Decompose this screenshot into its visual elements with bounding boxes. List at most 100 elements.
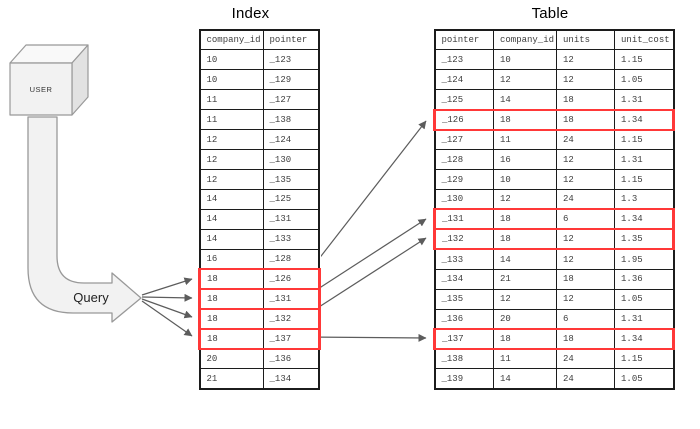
table-cell: 14: [199, 228, 264, 250]
table-cell: 18: [492, 228, 558, 251]
table-cell: _123: [262, 49, 320, 71]
column-header: unit_cost: [614, 29, 675, 51]
query-fan-arrows: [141, 277, 193, 337]
table-cell: _130: [434, 189, 494, 210]
table-cell: 18: [556, 268, 616, 290]
table-cell: 18: [556, 89, 616, 111]
index-to-table-arrow: [303, 333, 427, 342]
table-cell: _125: [434, 89, 494, 111]
table-cell: _134: [262, 368, 320, 390]
column-header: pointer: [262, 29, 320, 51]
table-cell: _125: [262, 189, 320, 210]
index-to-table-arrow: [303, 218, 427, 299]
table-cell: 18: [556, 328, 616, 350]
table-cell: 1.3: [614, 189, 675, 210]
table-cell: 18: [198, 328, 264, 350]
table-cell: 18: [492, 208, 558, 231]
highlighted-table-row: 18_126: [198, 268, 321, 291]
table-cell: 12: [556, 288, 616, 310]
table-cell: 14: [492, 368, 558, 390]
table-cell: _131: [433, 208, 494, 231]
table-cell: 1.15: [614, 348, 675, 370]
table-cell: 1.15: [614, 169, 675, 190]
query-label: Query: [73, 290, 109, 305]
table-cell: 1.31: [614, 89, 675, 111]
table-cell: 24: [556, 189, 616, 210]
table-cell: 1.34: [614, 328, 676, 350]
table-cell: 12: [492, 69, 558, 91]
table-cell: 12: [199, 149, 264, 171]
table-cell: 14: [199, 208, 264, 230]
table-cell: 24: [556, 129, 616, 151]
table-cell: 6: [556, 208, 616, 231]
table-cell: 12: [492, 288, 558, 310]
table-cell: _126: [262, 268, 321, 291]
highlighted-table-row: 18_137: [198, 328, 321, 350]
table-cell: 12: [556, 248, 616, 270]
table-cell: 24: [556, 348, 616, 370]
table-row: 14_133: [199, 228, 320, 250]
table-cell: 14: [492, 248, 558, 270]
user-label: USER: [30, 85, 53, 94]
table-cell: _123: [434, 49, 494, 71]
table-cell: _135: [434, 288, 494, 310]
highlighted-table-row: 18_132: [198, 308, 321, 331]
table-cell: 1.15: [614, 129, 675, 151]
table-cell: 11: [492, 129, 558, 151]
table-cell: _135: [262, 169, 320, 190]
table-cell: _129: [262, 69, 320, 91]
table-cell: 21: [199, 368, 264, 390]
table-cell: 12: [556, 49, 616, 71]
table-cell: 18: [198, 308, 264, 331]
table-cell: 18: [492, 108, 558, 131]
query-fan-arrow: [141, 298, 193, 319]
table-cell: _126: [433, 108, 494, 131]
table-cell: _134: [434, 268, 494, 290]
table-cell: 18: [198, 268, 264, 291]
table-row: 20_136: [199, 348, 320, 370]
table-cell: 16: [492, 149, 558, 171]
query-arrow-shape: [27, 116, 142, 323]
table-cell: 1.05: [614, 69, 675, 91]
table-cell: 12: [492, 189, 558, 210]
table-row: 11_138: [199, 109, 320, 131]
query-arrow: Query: [27, 116, 142, 323]
table-cell: 1.34: [614, 208, 676, 231]
table-row: 14_125: [199, 189, 320, 210]
table-cell: _127: [262, 89, 320, 111]
table-cell: _124: [262, 129, 320, 151]
table-cell: 12: [556, 169, 616, 190]
index-to-table-arrows: [303, 120, 427, 342]
table-row: 12_130: [199, 149, 320, 171]
column-header: company_id: [199, 29, 264, 51]
table-cell: 12: [556, 228, 616, 251]
cube-front-face: [9, 62, 73, 116]
table-cell: 12: [556, 69, 616, 91]
table-cell: _136: [262, 348, 320, 370]
table-cell: _133: [434, 248, 494, 270]
table-cell: 1.05: [614, 288, 675, 310]
table-cell: 16: [199, 248, 264, 270]
table-cell: _132: [433, 228, 494, 251]
table-cell: 12: [199, 129, 264, 151]
table-row: 14_131: [199, 208, 320, 230]
main-table-title: Table: [531, 5, 569, 22]
table-cell: 18: [198, 288, 264, 311]
table-cell: _138: [262, 109, 320, 131]
